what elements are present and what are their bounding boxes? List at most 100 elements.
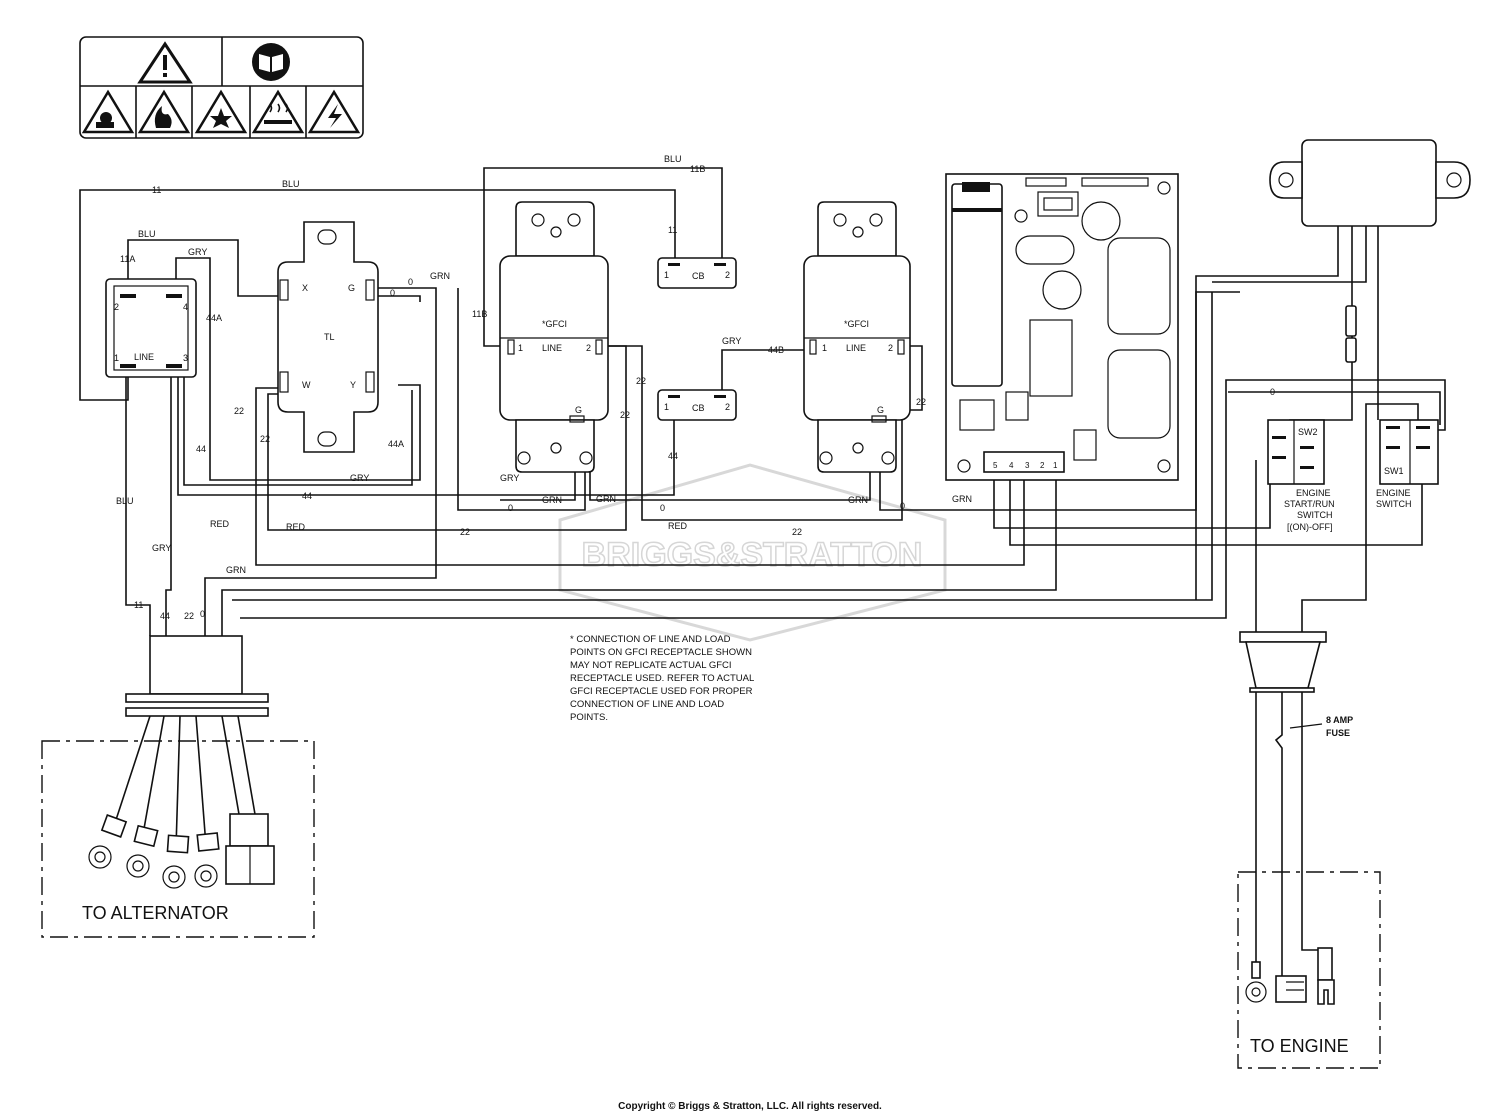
wire-label: BLU: [116, 496, 134, 506]
pin-label: 1: [664, 270, 669, 280]
wire-label: GRY: [722, 336, 741, 346]
shock-icon: [307, 89, 361, 134]
wire-label: 11B: [472, 309, 487, 319]
pin-label: 2: [586, 343, 591, 353]
pin-label: 3: [183, 353, 188, 363]
wire-label: 11B: [690, 164, 705, 174]
engine-start-run-switch: SW2 ENGINE START/RUN SWITCH [(ON)-OFF]: [1267, 419, 1335, 532]
wire-label: GRN: [430, 271, 450, 281]
wire-label: 22: [234, 406, 244, 416]
gfci-line-label: LINE: [846, 343, 866, 353]
note-line: MAY NOT REPLICATE ACTUAL GFCI: [570, 660, 732, 671]
pin-label: 1: [114, 353, 119, 363]
tl-w-label: W: [302, 380, 311, 390]
watermark: BRIGGS&STRATTON: [558, 463, 947, 642]
wire-label: GRN: [596, 494, 616, 504]
wire-label: BLU: [138, 229, 156, 239]
circuit-breaker-1: 1 CB 2: [657, 257, 737, 289]
tl-g-label: G: [348, 283, 355, 293]
wire-label: 44: [668, 451, 678, 461]
pin-label: 1: [664, 402, 669, 412]
pin-label: 1: [1053, 461, 1058, 470]
pin-label: 2: [725, 402, 730, 412]
switch-name: SWITCH: [1376, 499, 1412, 509]
wire-label: 44B: [768, 345, 784, 355]
wire-label: 22: [792, 527, 802, 537]
wire-label: GRN: [952, 494, 972, 504]
tl-label: TL: [324, 332, 335, 342]
to-engine-label: TO ENGINE: [1250, 1036, 1349, 1056]
manual-icon: [252, 43, 290, 81]
ring-terminal: [88, 814, 128, 869]
gfci-g-label: G: [575, 405, 582, 415]
tl-y-label: Y: [350, 380, 356, 390]
wire-labels: 11 BLU BLU GRY 44A 44 BLU GRY RED GRN 22…: [116, 154, 1275, 575]
harness-pin-label: 0: [200, 609, 205, 619]
wire-label: 22: [636, 376, 646, 386]
wire-label: 11A: [120, 254, 135, 264]
engine-switch: SW1 ENGINE SWITCH: [1376, 419, 1439, 509]
warning-panel: [79, 36, 364, 139]
wire-label: 0: [390, 288, 395, 298]
gfci-line-label: LINE: [542, 343, 562, 353]
wire-label: 0: [1270, 387, 1275, 397]
switch-name: START/RUN: [1284, 499, 1335, 509]
wire-label: 44A: [388, 439, 404, 449]
ring-terminal: [194, 832, 220, 888]
to-alternator-label: TO ALTERNATOR: [82, 903, 229, 923]
wire-label: GRN: [542, 495, 562, 505]
toxic-fumes-icon: [81, 89, 135, 134]
cb-label: CB: [692, 271, 705, 281]
wire-label: 11: [668, 225, 677, 235]
wire-label: 0: [508, 503, 513, 513]
hot-surface-icon: [251, 89, 305, 134]
wire-label: 22: [620, 410, 630, 420]
wire-label: GRN: [848, 495, 868, 505]
pin-label: 4: [1009, 461, 1014, 470]
ignition-module: [1269, 139, 1471, 363]
ring-terminal: [162, 834, 190, 889]
note-line: RECEPTACLE USED. REFER TO ACTUAL: [570, 673, 754, 684]
harness-pin-label: 22: [184, 611, 194, 621]
pin-label: 2: [725, 270, 730, 280]
engine-grommet: 8 AMP FUSE: [1239, 631, 1353, 738]
to-engine-section: TO ENGINE: [1237, 871, 1381, 1069]
pin-label: 5: [993, 461, 998, 470]
wire-label: BLU: [282, 179, 300, 189]
switch-name: [(ON)-OFF]: [1287, 522, 1333, 532]
control-board: 5 4 3 2 1: [945, 173, 1179, 481]
cb-label: CB: [692, 403, 705, 413]
wire-label: GRY: [500, 473, 519, 483]
pin-label: 2: [1040, 461, 1045, 470]
gfci-label: *GFCI: [542, 319, 567, 329]
wire-label: 22: [260, 434, 270, 444]
note-line: GFCI RECEPTACLE USED FOR PROPER: [570, 686, 753, 697]
wire-label: 44A: [206, 313, 222, 323]
explosion-icon: [194, 89, 248, 134]
line-terminal-block: 2 4 1 3 LINE 11A: [105, 254, 197, 378]
wire-label: 22: [916, 397, 926, 407]
warning-icon: [137, 41, 193, 84]
harness-pin-label: 11: [134, 600, 143, 610]
fire-icon: [137, 89, 191, 134]
wire-label: 44: [196, 444, 206, 454]
wire-label: BLU: [664, 154, 682, 164]
copyright-text: Copyright © Briggs & Stratton, LLC. All …: [618, 1101, 882, 1112]
line-label: LINE: [134, 352, 154, 362]
wire-label: GRY: [188, 247, 207, 257]
tl-component: X G W Y TL: [277, 221, 379, 453]
wire-label: GRY: [152, 543, 171, 553]
gfci-note: * CONNECTION OF LINE AND LOAD POINTS ON …: [570, 634, 754, 723]
wire-label: GRN: [226, 565, 246, 575]
sw2-label: SW2: [1298, 427, 1318, 437]
pin-label: 3: [1025, 461, 1030, 470]
wire-label: 22: [460, 527, 470, 537]
watermark-text: BRIGGS&STRATTON: [582, 536, 923, 574]
wire-label: 0: [660, 503, 665, 513]
wire-label: RED: [210, 519, 230, 529]
sw1-label: SW1: [1384, 466, 1404, 476]
gfci-receptacle-2: *GFCI LINE 1 2 G: [803, 201, 911, 473]
wire-label: 11: [152, 185, 161, 195]
note-line: CONNECTION OF LINE AND LOAD: [570, 699, 724, 710]
